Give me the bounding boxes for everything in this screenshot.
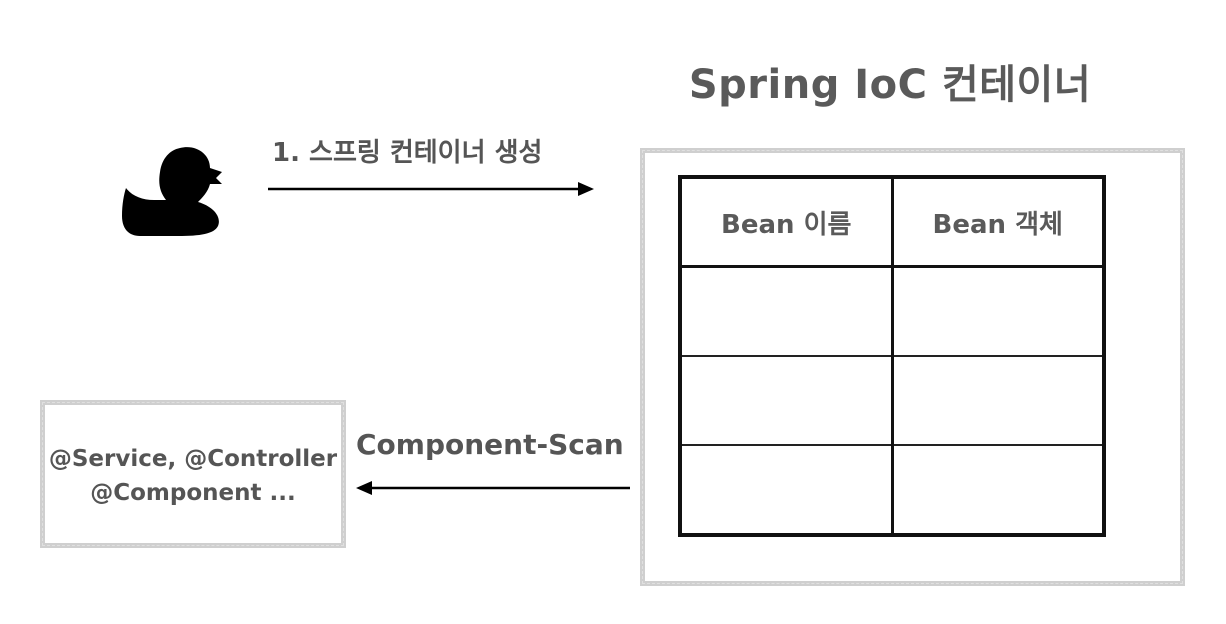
bean-object-cell — [890, 444, 1105, 536]
arrow-component-scan — [356, 481, 630, 495]
table-row — [679, 444, 1105, 536]
annotation-box — [40, 400, 346, 548]
annotation-line-1: @Service, @Controller — [48, 446, 338, 472]
bean-table: Bean 이름 Bean 객체 — [678, 175, 1106, 537]
bean-object-cell — [890, 355, 1105, 446]
annotation-box-text: @Service, @Controller @Component ... — [40, 442, 346, 510]
component-scan-label: Component-Scan — [356, 428, 624, 461]
duck-icon — [122, 147, 222, 236]
bean-name-cell — [679, 444, 893, 536]
table-row — [679, 355, 1105, 446]
ioc-container-box — [640, 148, 1185, 586]
bean-object-header: Bean 객체 — [890, 176, 1105, 268]
bean-name-cell — [679, 265, 893, 357]
arrow-create-container — [268, 182, 594, 196]
annotation-line-2: @Component ... — [90, 480, 296, 506]
bean-object-cell — [890, 265, 1105, 357]
bean-name-header: Bean 이름 — [679, 176, 893, 268]
step-create-container-label: 1. 스프링 컨테이너 생성 — [272, 138, 543, 168]
container-title: Spring IoC 컨테이너 — [688, 62, 1092, 108]
bean-name-cell — [679, 355, 893, 446]
bean-table-header-row: Bean 이름 Bean 객체 — [679, 176, 1105, 268]
table-row — [679, 265, 1105, 357]
